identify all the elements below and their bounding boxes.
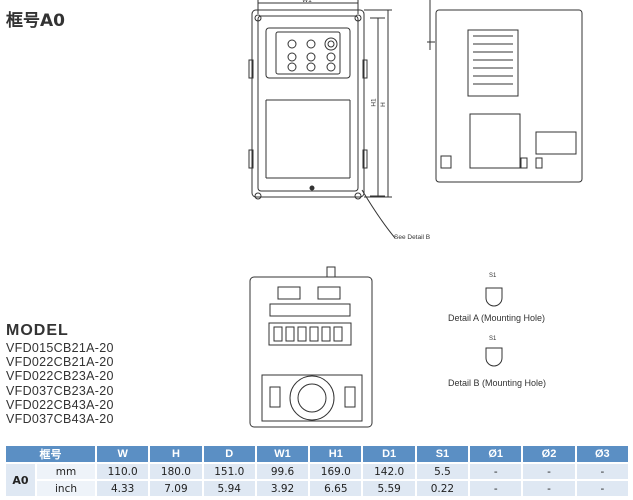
table-cell: -: [469, 479, 524, 496]
unit-cell: mm: [36, 462, 97, 480]
dimension-table: 框号 W H D W1 H1 D1 S1 Ø1 Ø2 Ø3 A0 mm 110.…: [6, 446, 631, 496]
bottom-view: [249, 266, 373, 428]
header-h: H: [149, 446, 204, 463]
table-cell: 6.65: [309, 479, 364, 496]
header-d: D: [202, 446, 257, 463]
h1-dimension-label: H1: [370, 98, 378, 107]
header-d1: D1: [362, 446, 417, 463]
detail-b-label: Detail B (Mounting Hole): [448, 378, 547, 388]
table-cell: 7.09: [149, 479, 204, 496]
detail-a-label: Detail A (Mounting Hole): [448, 313, 546, 323]
table-cell: 151.0: [202, 462, 257, 480]
table-cell: 99.6: [255, 462, 311, 480]
table-cell: 169.0: [309, 462, 364, 480]
h-dimension-label: H: [379, 102, 387, 107]
table-cell: 3.92: [255, 479, 311, 496]
header-s1: S1: [415, 446, 471, 463]
header-phi2: Ø2: [522, 446, 577, 463]
frame-title: 框号A0: [6, 11, 65, 31]
table-cell: 180.0: [149, 462, 204, 480]
unit-cell: inch: [36, 479, 97, 496]
model-block: MODEL VFD015CB21A-20 VFD022CB21A-20 VFD0…: [6, 322, 114, 426]
model-item: VFD022CB43A-20: [6, 397, 114, 412]
table-cell: 5.94: [202, 479, 257, 496]
table-row: inch 4.33 7.09 5.94 3.92 6.65 5.59 0.22 …: [6, 479, 631, 496]
header-w: W: [96, 446, 151, 463]
table-cell: -: [575, 479, 631, 496]
dimension-drawing: [248, 0, 583, 428]
detail-b-s1-label: S1: [489, 336, 497, 342]
side-view: [427, 0, 583, 183]
see-detail-b-note: See Detail B: [394, 234, 431, 241]
table-cell: -: [522, 479, 577, 496]
model-item: VFD037CB43A-20: [6, 412, 114, 427]
model-item: VFD022CB21A-20: [6, 355, 114, 370]
table-header-row: 框号 W H D W1 H1 D1 S1 Ø1 Ø2 Ø3: [6, 446, 631, 463]
model-item: VFD015CB21A-20: [6, 341, 114, 355]
table-cell: 5.59: [362, 479, 417, 496]
detail-a-s1-label: S1: [489, 273, 497, 279]
table-row: A0 mm 110.0 180.0 151.0 99.6 169.0 142.0…: [6, 462, 631, 496]
table-cell: -: [522, 462, 577, 480]
model-heading: MODEL: [6, 322, 69, 339]
frame-cell: A0: [6, 462, 37, 496]
model-item: VFD022CB23A-20: [6, 369, 114, 384]
header-frame: 框号: [6, 446, 97, 463]
header-h1: H1: [309, 446, 364, 463]
header-phi1: Ø1: [469, 446, 524, 463]
table-cell: 5.5: [415, 462, 471, 480]
table-cell: -: [575, 462, 631, 480]
header-w1: W1: [255, 446, 311, 463]
detail-b-mounting-hole: [485, 347, 503, 367]
table-cell: -: [469, 462, 524, 480]
header-phi3: Ø3: [575, 446, 631, 463]
table-cell: 0.22: [415, 479, 471, 496]
front-view: [248, 0, 396, 239]
model-item: VFD037CB23A-20: [6, 383, 114, 398]
detail-a-mounting-hole: [485, 287, 503, 307]
model-list: VFD015CB21A-20 VFD022CB21A-20 VFD022CB23…: [6, 341, 114, 426]
table-cell: 4.33: [96, 479, 151, 496]
w1-dimension-label: W1: [302, 0, 312, 4]
table-cell: 110.0: [96, 462, 151, 480]
table-cell: 142.0: [362, 462, 417, 480]
